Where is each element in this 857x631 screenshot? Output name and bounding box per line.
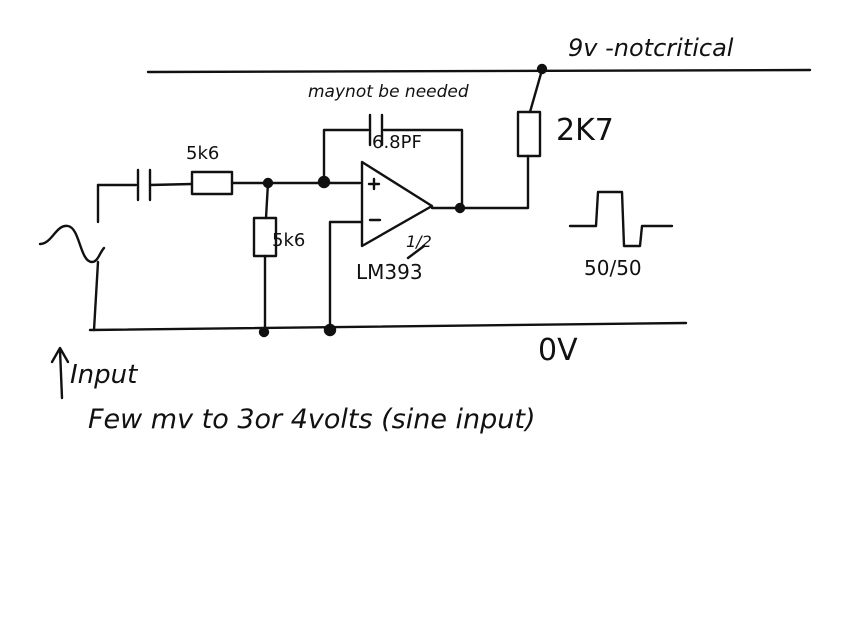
ic-section-label: 1/2 <box>406 232 432 251</box>
junction-supply <box>536 63 548 75</box>
series-resistor <box>190 170 234 196</box>
duty-cycle-label: 50/50 <box>584 256 642 280</box>
wire-r2 <box>263 181 270 334</box>
comparator-symbol <box>360 160 434 248</box>
ic-label: LM393 <box>356 260 423 284</box>
cap-note-label: maynot be needed <box>308 82 469 102</box>
junction-output <box>454 202 466 214</box>
ground-rail <box>88 321 688 332</box>
square-wave-icon <box>568 190 674 248</box>
ground-label: 0V <box>538 333 578 368</box>
input-arrow-icon <box>50 346 70 400</box>
coupling-capacitor <box>136 168 152 202</box>
supply-label: 9v -notcritical <box>568 34 734 62</box>
wire-cap-resistor <box>148 182 194 187</box>
pullup-resistor-label: 2K7 <box>556 113 614 148</box>
pullup-wire <box>528 68 544 114</box>
ground-resistor-label: 5k6 <box>272 230 306 251</box>
sine-source-icon <box>38 224 106 264</box>
input-description: Few mv to 3or 4volts (sine input) <box>88 404 536 435</box>
series-resistor-label: 5k6 <box>186 143 220 164</box>
pullup-resistor <box>516 110 542 158</box>
cap-value-label: 6.8PF <box>372 132 422 153</box>
supply-rail <box>146 68 812 74</box>
ground-resistor <box>252 216 278 258</box>
output-wire <box>430 154 530 210</box>
plus-sign <box>367 177 381 191</box>
feedback-capacitor <box>368 113 384 147</box>
junction-c <box>258 326 270 338</box>
fraction-stroke <box>406 244 426 260</box>
junction-d <box>323 323 337 337</box>
input-wire <box>92 183 100 332</box>
feedback-wire <box>322 128 464 210</box>
inverting-wire <box>328 220 364 332</box>
input-label: Input <box>70 360 138 390</box>
